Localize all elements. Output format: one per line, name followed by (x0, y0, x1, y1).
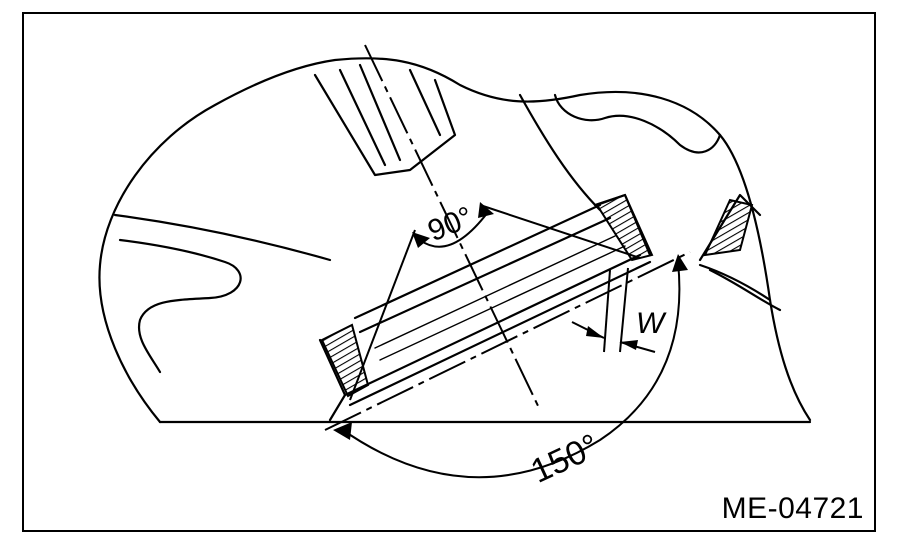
angle-line-left (349, 229, 416, 401)
seat-insert-far-right (703, 198, 754, 257)
seat-axis (324, 251, 691, 431)
inner-cavity (118, 238, 242, 374)
right-cavity-2 (553, 93, 722, 154)
arrow-150-right (672, 254, 688, 272)
seat-line-3 (343, 253, 642, 397)
arrow-90-left (412, 232, 430, 248)
port-wall-upper (113, 213, 332, 262)
figure-frame (22, 12, 876, 532)
seat-line-2 (358, 216, 612, 334)
arrow-150-left (333, 422, 352, 440)
figure-code: ME-04721 (721, 492, 864, 525)
seat-line-1 (353, 203, 602, 320)
angle-line-right (479, 204, 641, 259)
right-cavity (518, 93, 602, 212)
angle-label-150: 150° (525, 427, 605, 491)
arrow-90-right (478, 202, 494, 218)
angle-label-90: 90° (423, 200, 477, 248)
head-outline (98, 57, 812, 424)
arc-90 (419, 211, 489, 248)
seat-insert-left (320, 323, 370, 398)
valve-guide (313, 73, 457, 177)
width-label: W (636, 307, 667, 340)
seat-line-4 (348, 260, 652, 407)
valve-axis (364, 44, 541, 411)
seat-insert-right (595, 193, 654, 262)
arc-150 (339, 261, 681, 479)
